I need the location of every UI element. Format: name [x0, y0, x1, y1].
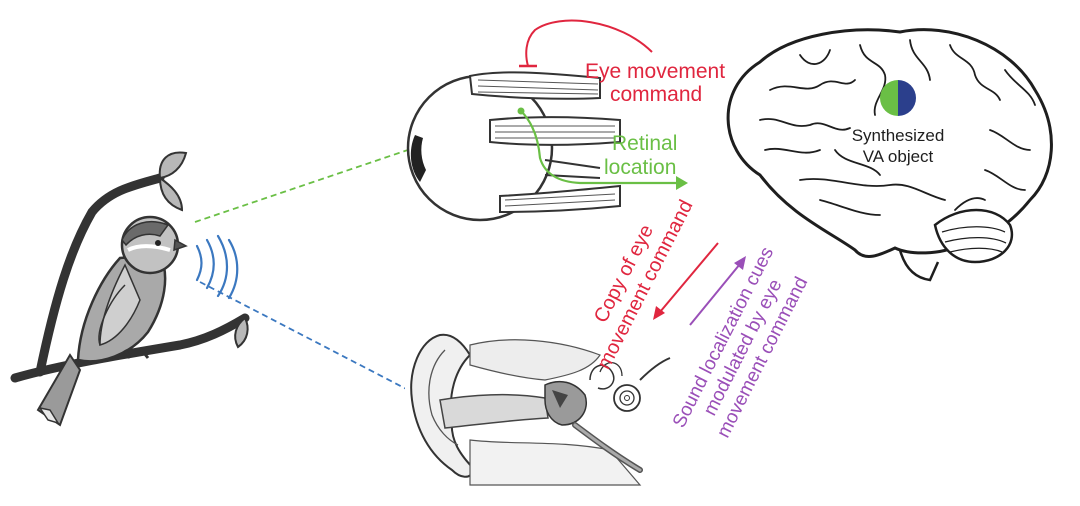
brain-icon [726, 28, 1053, 282]
va-object-label: VA object [863, 147, 934, 166]
efference-copy-arrow [653, 242, 719, 320]
eye-command-connector [525, 19, 653, 67]
retinal-label-2: location [604, 156, 676, 179]
ear-anatomy-icon [405, 318, 671, 488]
eyeball-icon [406, 71, 621, 222]
eye-movement-command-label-2: command [610, 83, 702, 106]
sound-waves-icon [195, 234, 239, 300]
retinal-label-1: Retinal [612, 132, 677, 155]
retinal-location-arrow [520, 110, 676, 185]
bicolor-circle-icon [880, 80, 916, 116]
bird-icon [10, 151, 250, 427]
synthesized-label: Synthesized [852, 126, 945, 145]
eye-movement-command-label-1: Eye movement [585, 60, 725, 83]
sound-cue-arrow [689, 256, 746, 326]
